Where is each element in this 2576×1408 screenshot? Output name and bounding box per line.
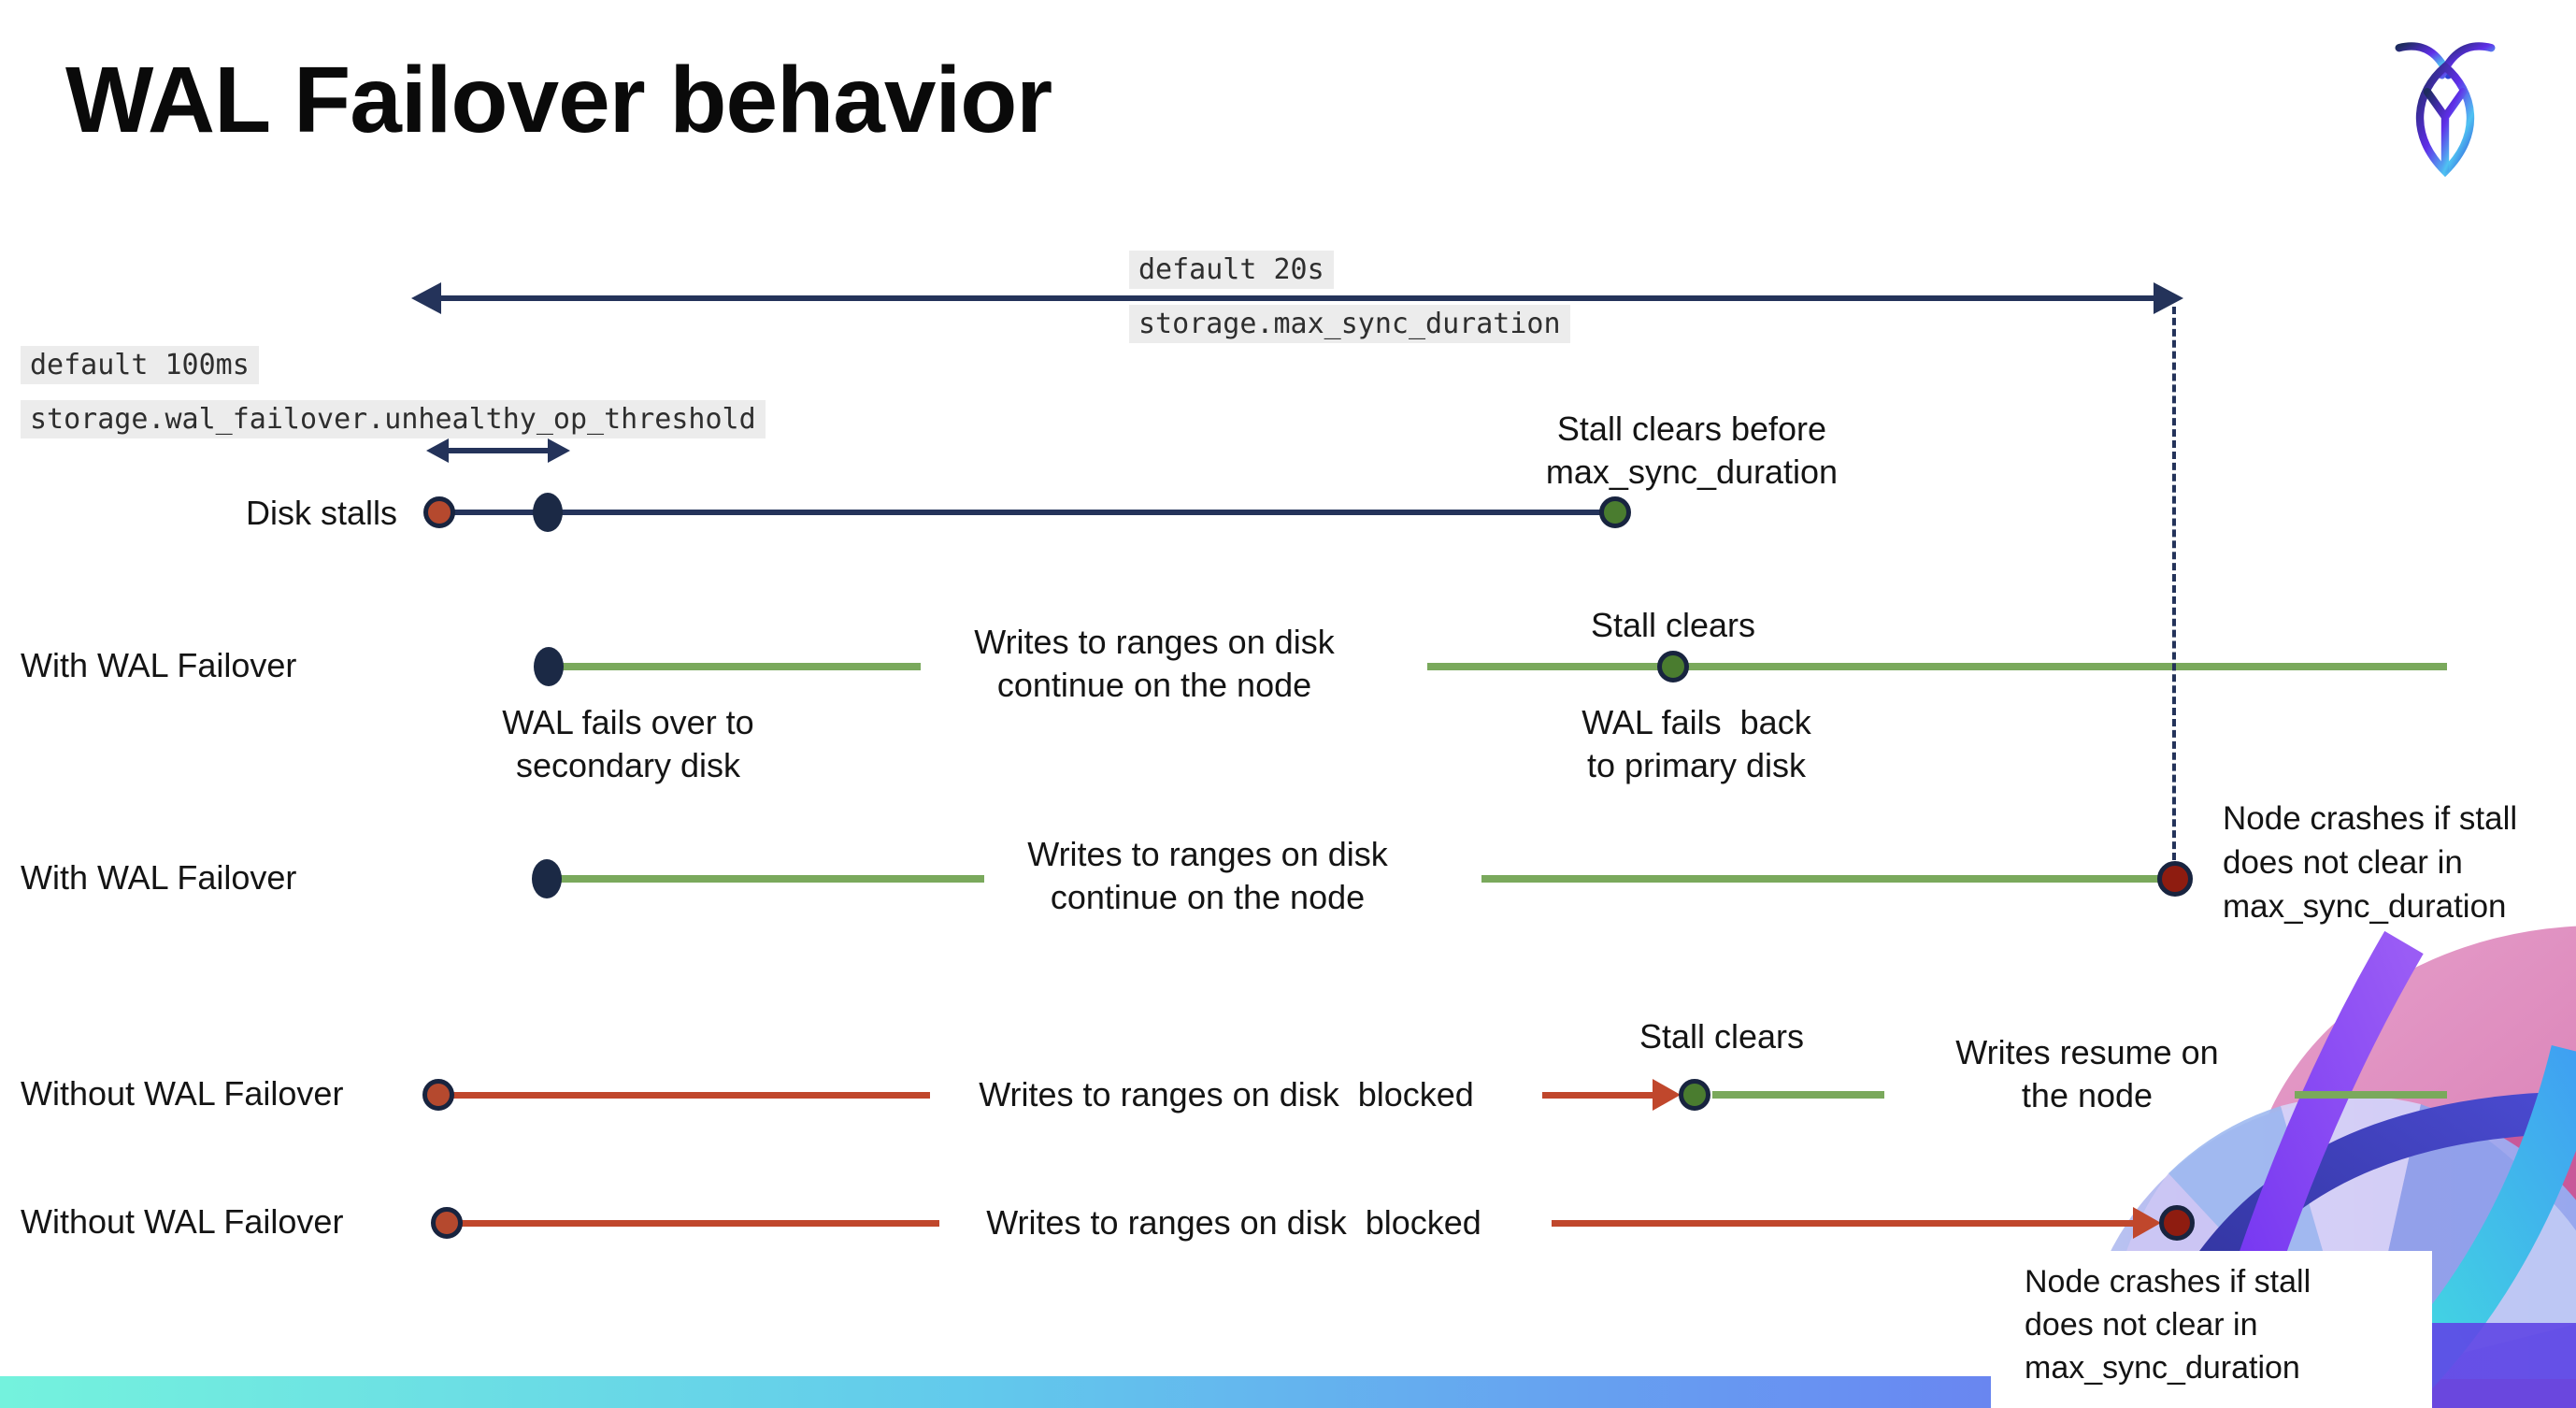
row1-stall-start-dot (423, 496, 455, 528)
row2-failback-note-line2: to primary disk (1586, 746, 1807, 784)
row5-crash-dot (2159, 1205, 2195, 1241)
threshold-arrow-right-icon (548, 438, 570, 463)
row3-crash-dot (2157, 861, 2193, 897)
row2-mid-text-line2: continue on the node (996, 666, 1312, 704)
row5-crash-note-line1: Node crashes if stall (2025, 1264, 2311, 1300)
row-label-without-wal-failover-1: Without WAL Failover (21, 1074, 344, 1113)
max-sync-setting-name: storage.max_sync_duration (1129, 305, 1570, 343)
row-label-with-wal-failover-1: With WAL Failover (21, 646, 297, 684)
row1-threshold-dot (533, 493, 563, 532)
threshold-arrow-left-icon (426, 438, 449, 463)
row5-red-arrow-head-icon (2133, 1207, 2161, 1239)
row5-stall-start-dot (431, 1207, 463, 1239)
row2-failover-dot (534, 647, 564, 686)
row2-failover-note-line1: WAL fails over to (502, 703, 754, 741)
cockroachdb-logo-icon (2395, 42, 2496, 178)
row2-mid-text-line1: Writes to ranges on disk (974, 623, 1335, 661)
row4-blocked-text: Writes to ranges on disk blocked (979, 1075, 1474, 1113)
max-sync-duration-arrow-line (432, 295, 2172, 301)
row2-failback-dot (1657, 651, 1689, 682)
crash-note-box (1991, 1251, 2432, 1408)
row1-stall-clear-dot (1599, 496, 1631, 528)
row4-green-segment-2 (2295, 1091, 2447, 1099)
unhealthy-op-default-label: default 100ms (21, 346, 259, 384)
row3-mid-text-line1: Writes to ranges on disk (1027, 835, 1388, 873)
row1-clear-note-line1: Stall clears before (1556, 409, 1827, 448)
row-label-disk-stalls: Disk stalls (245, 494, 397, 532)
max-sync-default-label: default 20s (1129, 251, 1334, 289)
row2-failback-note-line1: WAL fails back (1581, 703, 1811, 741)
arrow-head-right-icon (2154, 282, 2183, 314)
row3-crash-note-line2: does not clear in (2223, 844, 2463, 881)
row5-blocked-text: Writes to ranges on disk blocked (986, 1203, 1481, 1242)
row5-red-segment-2 (1552, 1220, 2135, 1227)
row4-stall-clear-dot (1679, 1079, 1710, 1111)
row2-green-segment-1 (563, 663, 921, 670)
row-label-without-wal-failover-2: Without WAL Failover (21, 1202, 344, 1241)
page-title: WAL Failover behavior (65, 48, 1052, 152)
row-label-with-wal-failover-2: With WAL Failover (21, 858, 297, 897)
row1-clear-note-line2: max_sync_duration (1545, 453, 1839, 491)
row1-timeline (447, 510, 1602, 515)
row4-red-arrow-head-icon (1653, 1079, 1681, 1111)
max-sync-boundary-dashed-line (2172, 307, 2176, 860)
row3-crash-note-line3: max_sync_duration (2223, 888, 2507, 925)
row4-stall-clears-label: Stall clears (1639, 1017, 1805, 1056)
arrow-head-left-icon (411, 282, 441, 314)
row5-red-segment-1 (461, 1220, 939, 1227)
row4-resume-note-line2: the node (2021, 1076, 2154, 1114)
row2-failover-note-line2: secondary disk (515, 746, 741, 784)
row4-red-segment-2 (1542, 1092, 1662, 1099)
row2-stall-clears-label: Stall clears (1590, 606, 1756, 644)
row3-green-segment-2 (1481, 875, 2165, 883)
unhealthy-op-setting-name: storage.wal_failover.unhealthy_op_thresh… (21, 400, 766, 438)
row4-resume-note-line1: Writes resume on (1955, 1033, 2219, 1071)
row3-green-segment-1 (561, 875, 984, 883)
row4-green-segment-1 (1712, 1091, 1884, 1099)
row5-crash-note-line3: max_sync_duration (2025, 1350, 2300, 1386)
row4-red-segment-1 (452, 1092, 930, 1099)
row3-failover-dot (532, 859, 562, 898)
row3-crash-note-line1: Node crashes if stall (2223, 800, 2518, 837)
row5-crash-note-line2: does not clear in (2025, 1307, 2258, 1343)
threshold-arrow-line (439, 448, 553, 453)
row2-green-segment-2 (1427, 663, 2447, 670)
row3-mid-text-line2: continue on the node (1050, 878, 1366, 916)
row4-stall-start-dot (422, 1079, 454, 1111)
